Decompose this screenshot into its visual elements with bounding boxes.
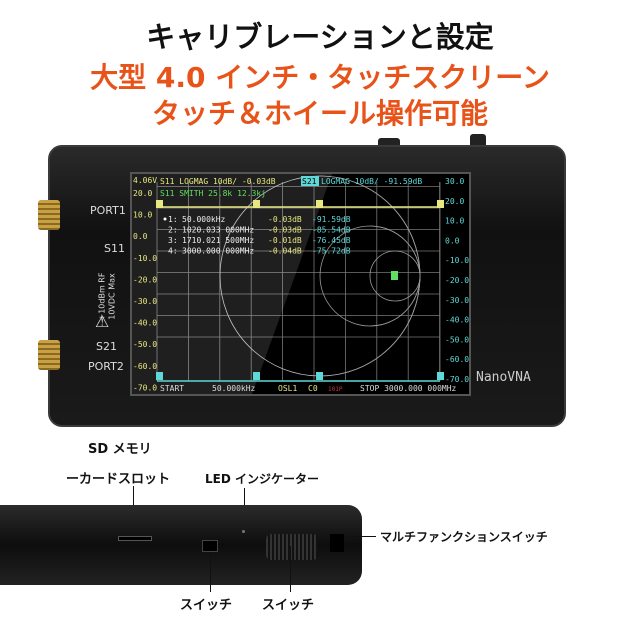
right-axis-tick: 0.0 <box>445 236 460 245</box>
start-frequency[interactable]: 50.000kHz <box>212 384 256 393</box>
marker-s21: -91.59dB <box>312 215 351 224</box>
channel-label: C0 <box>308 384 318 393</box>
right-axis-tick: -50.0 <box>445 335 469 344</box>
right-axis-tick: -70.0 <box>445 375 469 384</box>
left-axis-tick: -60.0 <box>133 362 157 371</box>
stop-frequency[interactable]: STOP 3000.000 000MHz <box>360 384 457 393</box>
marker-s11: -0.03dB <box>268 215 302 224</box>
marker-s11: -0.04dB <box>268 247 302 256</box>
headline-subtitle-2: タッチ＆ホイール操作可能 <box>151 97 488 130</box>
right-axis-tick: -60.0 <box>445 355 469 364</box>
trace1-label[interactable]: S11 LOGMAG 10dB/ -0.03dB <box>160 177 276 186</box>
trace3-label[interactable]: LOGMAG 10dB/ -91.59dB <box>321 177 422 186</box>
trace2-label[interactable]: S11 SMITH 25.8k 12.3kj <box>160 189 266 198</box>
brand-logo: NanoVNA <box>476 370 531 385</box>
marker-id[interactable]: 2: <box>168 226 178 235</box>
right-axis-tick: -40.0 <box>445 316 469 325</box>
port1-connector <box>38 200 60 230</box>
marker-s21: -85.54dB <box>312 226 351 235</box>
top-switch <box>470 134 486 148</box>
marker-s21: -75.72dB <box>312 247 351 256</box>
right-axis-tick: 10.0 <box>445 217 464 226</box>
marker-frequency: 3000.000 000MHz <box>182 247 254 256</box>
headline-subtitle-1: 大型 4.0 インチ・タッチスクリーン <box>90 61 550 94</box>
callout-switch-2: スイッチ <box>262 598 315 613</box>
marker-id[interactable]: 4: <box>168 247 178 256</box>
marker-id[interactable]: 3: <box>168 236 178 245</box>
left-axis-tick: 20.0 <box>133 189 152 198</box>
callout-sd-1: SD メモリ <box>88 442 152 457</box>
s21-label: S21 <box>96 340 117 353</box>
multifunction-wheel[interactable] <box>266 534 318 560</box>
left-axis-tick: -30.0 <box>133 297 157 306</box>
battery-voltage: 4.06V <box>133 176 157 185</box>
multifunction-slot <box>330 534 344 552</box>
marker-frequency: 1710.021 500MHz <box>182 236 254 245</box>
left-axis-tick: 10.0 <box>133 211 152 220</box>
port2-label: PORT2 <box>88 360 124 373</box>
left-axis-tick: -70.0 <box>133 383 157 392</box>
trace3-tag[interactable]: S21 <box>302 177 317 186</box>
port1-label: PORT1 <box>90 204 126 217</box>
port2-connector <box>38 340 60 370</box>
right-axis-tick: 30.0 <box>445 177 464 186</box>
callout-sd-2: ーカードスロット <box>66 472 171 487</box>
right-axis-tick: 20.0 <box>445 197 464 206</box>
led-indicator <box>242 530 245 533</box>
marker-frequency: 1020.033 000MHz <box>182 226 254 235</box>
callout-led: LED インジケーター <box>205 472 319 486</box>
headline-title: キャリブレーションと設定 <box>146 20 494 54</box>
left-axis-tick: -50.0 <box>133 340 157 349</box>
s11-label: S11 <box>104 242 125 255</box>
active-marker-dot <box>163 217 167 221</box>
right-axis-tick: -30.0 <box>445 296 469 305</box>
marker-s11: -0.01dB <box>268 236 302 245</box>
marker-frequency: 50.000kHz <box>182 215 226 224</box>
left-axis-tick: 0.0 <box>133 232 148 241</box>
marker-s11: -0.03dB <box>268 226 302 235</box>
start-label: START <box>160 384 184 393</box>
left-axis-tick: -20.0 <box>133 275 157 284</box>
touch-screen[interactable]: 4.06V S11 LOGMAG 10dB/ -0.03dB S11 SMITH… <box>130 172 471 396</box>
callout-switch-1: スイッチ <box>180 598 233 613</box>
points-label: 101P <box>328 386 343 393</box>
right-axis-tick: -20.0 <box>445 276 469 285</box>
right-axis-tick: -10.0 <box>445 256 469 265</box>
left-axis-tick: -40.0 <box>133 319 157 328</box>
power-switch[interactable] <box>202 540 218 552</box>
warning-icon: ⚠ <box>95 312 110 331</box>
top-button <box>378 138 400 148</box>
marker-id[interactable]: 1: <box>168 215 178 224</box>
marker-s21: -76.45dB <box>312 236 351 245</box>
left-axis-tick: -10.0 <box>133 254 157 263</box>
calibration-status: OSL1 <box>278 384 297 393</box>
sd-card-slot[interactable] <box>118 536 152 541</box>
callout-multifunction: マルチファンクションスイッチ <box>380 530 548 544</box>
